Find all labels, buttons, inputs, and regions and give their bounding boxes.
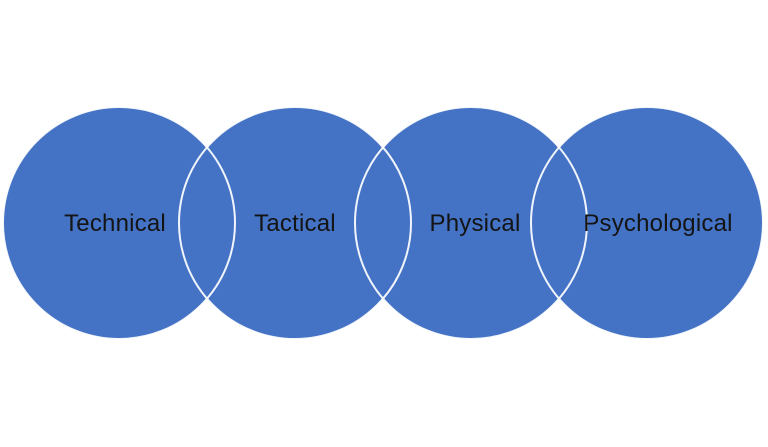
circle-fills (3, 107, 763, 339)
circle-technical-fill (3, 107, 235, 339)
circle-outlines (2, 106, 764, 340)
label-psychological: Psychological (583, 209, 733, 237)
label-technical: Technical (64, 209, 166, 237)
circle-psychological-outline (530, 106, 764, 340)
circle-physical-fill (355, 107, 587, 339)
circle-physical-outline (354, 106, 588, 340)
label-tactical: Tactical (254, 209, 336, 237)
circle-technical-outline (2, 106, 236, 340)
circle-psychological-fill (531, 107, 763, 339)
label-physical: Physical (429, 209, 521, 237)
circle-tactical-fill (179, 107, 411, 339)
circle-tactical-outline (178, 106, 412, 340)
